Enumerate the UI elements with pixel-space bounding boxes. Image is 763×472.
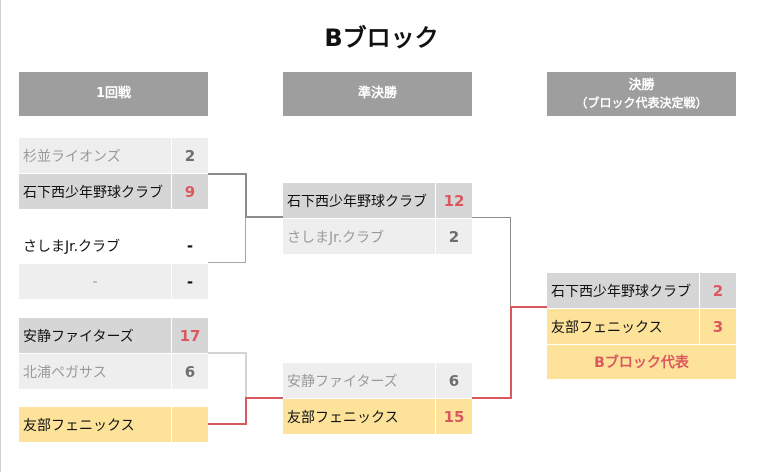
semifinal-team-score: 12 — [436, 183, 472, 218]
round1-team-score: - — [172, 228, 208, 263]
final-header-label: 決勝 — [628, 78, 655, 94]
final-team-score: 2 — [700, 273, 736, 308]
bracket-line — [245, 352, 247, 398]
bracket-line — [245, 397, 283, 399]
round1-team-name: さしまJr.クラブ — [19, 228, 171, 263]
bracket-line — [245, 216, 283, 218]
semifinal-team-name: 友部フェニックス — [283, 399, 435, 434]
round1-team-score — [172, 407, 208, 442]
semifinal-header: 準決勝 — [283, 72, 472, 116]
semifinal-team-score: 15 — [436, 399, 472, 434]
round1-team-name: 石下西少年野球クラブ — [19, 174, 171, 209]
round1-team-score: 9 — [172, 174, 208, 209]
bracket-line — [208, 423, 246, 425]
final-team-score: 3 — [700, 309, 736, 344]
final-header: 決勝 （ブロック代表決定戦） — [547, 72, 736, 116]
block-representative-label: Bブロック代表 — [547, 345, 736, 379]
round1-team-score: - — [172, 264, 208, 299]
final-team-name: 友部フェニックス — [547, 309, 699, 344]
bracket-line — [208, 173, 246, 175]
bracket-line — [208, 262, 246, 263]
left-border — [0, 0, 1, 472]
bracket-line — [510, 306, 547, 308]
round1-team-score: 2 — [172, 138, 208, 173]
bracket-line — [245, 173, 247, 217]
round1-team-name: 杉並ライオンズ — [19, 138, 171, 173]
bracket-line — [245, 218, 246, 263]
round1-team-name: 北浦ペガサス — [19, 354, 171, 389]
bracket-line — [472, 217, 511, 218]
bracket-line — [208, 352, 246, 354]
page-title: Bブロック — [324, 24, 439, 52]
round1-team-name: 安静ファイターズ — [19, 318, 171, 353]
bracket-line — [245, 397, 247, 425]
round1-team-name: 友部フェニックス — [19, 407, 171, 442]
semifinal-team-name: 安静ファイターズ — [283, 363, 435, 398]
bracket-line — [510, 306, 512, 399]
bracket-line — [510, 217, 511, 307]
final-header-sublabel: （ブロック代表決定戦） — [575, 95, 708, 110]
semifinal-team-score: 2 — [436, 219, 472, 254]
round1-team-score: 17 — [172, 318, 208, 353]
bracket-line — [472, 397, 511, 399]
semifinal-team-name: さしまJr.クラブ — [283, 219, 435, 254]
round1-header: 1回戦 — [19, 72, 208, 116]
semifinal-team-name: 石下西少年野球クラブ — [283, 183, 435, 218]
final-team-name: 石下西少年野球クラブ — [547, 273, 699, 308]
round1-header-label: 1回戦 — [95, 86, 132, 102]
semifinal-team-score: 6 — [436, 363, 472, 398]
round1-team-name: - — [19, 264, 171, 299]
round1-team-score: 6 — [172, 354, 208, 389]
semifinal-header-label: 準決勝 — [357, 86, 397, 102]
